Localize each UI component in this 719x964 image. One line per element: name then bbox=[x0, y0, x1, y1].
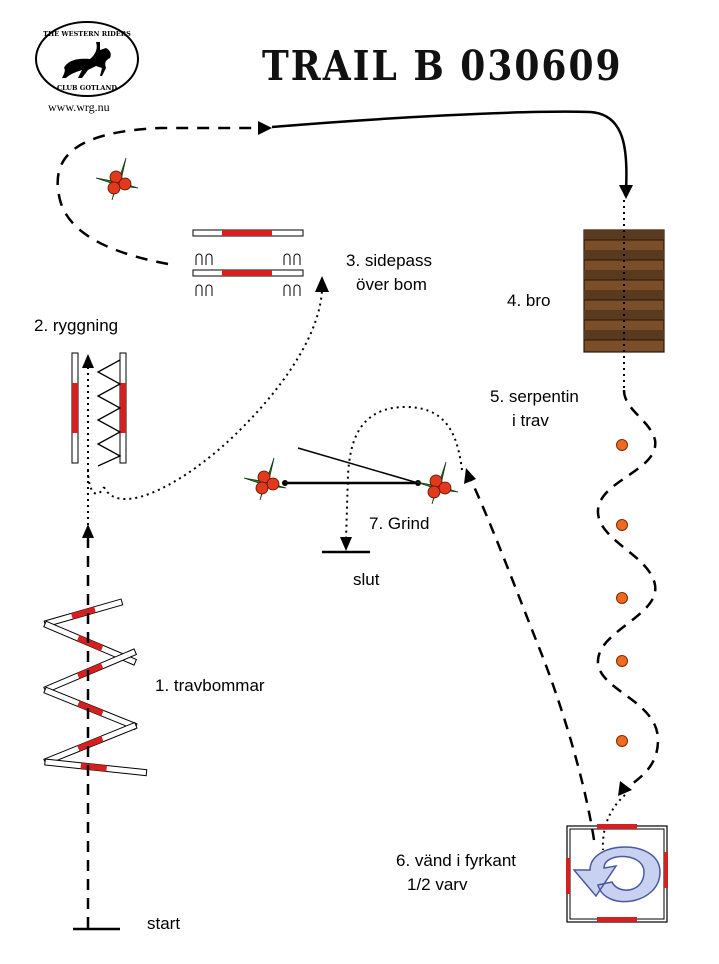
plant-icon bbox=[415, 461, 459, 505]
logo-bottom-text: CLUB GOTLAND bbox=[57, 84, 117, 92]
label-start: start bbox=[147, 914, 181, 933]
arrow-head-sidepass bbox=[315, 276, 329, 292]
logo-top-text: THE WESTERN RIDERS bbox=[43, 30, 131, 38]
route-into-square bbox=[601, 794, 626, 851]
label-station-6-line1: 6. vänd i fyrkant bbox=[396, 851, 517, 870]
label-station-3-line1: 3. sidepass bbox=[346, 251, 432, 270]
label-station-6-line2: 1/2 varv bbox=[407, 875, 468, 894]
route-to-bridge bbox=[271, 110, 628, 191]
label-station-5-line2: i trav bbox=[512, 411, 549, 430]
sidepass-poles bbox=[192, 229, 304, 296]
page-title: TRAIL B 030609 bbox=[262, 42, 623, 91]
arrow-head-start bbox=[82, 524, 94, 538]
arrow-head-gate bbox=[464, 468, 476, 484]
route-backup-exit bbox=[87, 469, 105, 495]
arrow-head-finish bbox=[340, 537, 352, 551]
arrow-head-serpentine bbox=[618, 781, 632, 796]
route-back-to-top bbox=[56, 126, 262, 266]
arrow-head-bridge bbox=[619, 185, 633, 199]
route-to-gate bbox=[468, 477, 596, 841]
label-station-7: 7. Grind bbox=[369, 514, 430, 533]
label-finish: slut bbox=[353, 570, 380, 589]
label-station-1: 1. travbommar bbox=[155, 676, 265, 695]
label-station-4: 4. bro bbox=[507, 291, 551, 310]
route-serpentine bbox=[596, 389, 660, 791]
arrow-head-backup bbox=[82, 354, 94, 368]
arrow-head-top bbox=[258, 121, 272, 135]
label-station-3-line2: över bom bbox=[356, 275, 427, 294]
logo-url: www.wrg.nu bbox=[48, 100, 110, 114]
trot-poles bbox=[43, 598, 148, 777]
club-logo: THE WESTERN RIDERS CLUB GOTLAND bbox=[35, 21, 139, 97]
route-backup-to-sidepass bbox=[103, 289, 323, 500]
plant-icon bbox=[243, 457, 287, 501]
plant-icon bbox=[95, 157, 139, 201]
u-turn-arrow-icon bbox=[572, 846, 661, 903]
bridge bbox=[583, 229, 665, 353]
backup-poles bbox=[71, 352, 127, 467]
turn-square bbox=[566, 824, 668, 923]
label-station-5-line1: 5. serpentin bbox=[490, 387, 579, 406]
label-station-2: 2. ryggning bbox=[34, 316, 119, 335]
serpentine-cones bbox=[616, 439, 628, 747]
rider-horse-icon bbox=[62, 42, 111, 78]
